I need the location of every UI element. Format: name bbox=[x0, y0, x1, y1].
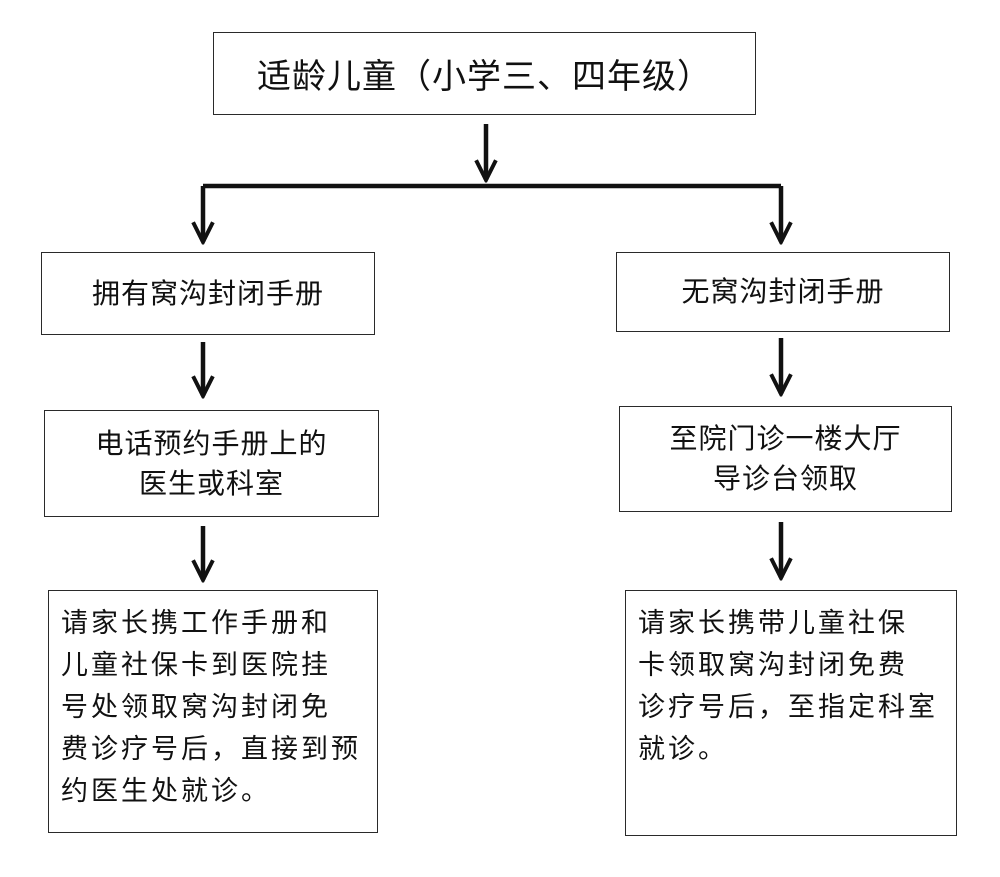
left-step1-line: 医生或科室 bbox=[138, 466, 284, 500]
right-title-node: 无窝沟封闭手册 bbox=[616, 252, 950, 332]
left-title-label: 拥有窝沟封闭手册 bbox=[91, 276, 324, 310]
left-step2-line: 请家长携工作手册和 bbox=[61, 608, 331, 639]
right-step1-line: 至院门诊一楼大厅 bbox=[669, 422, 902, 455]
left-step1-line: 电话预约手册上的 bbox=[95, 426, 328, 460]
right-step2-line: 请家长携带儿童社保 bbox=[638, 608, 908, 639]
top-node: 适龄儿童（小学三、四年级） bbox=[213, 32, 756, 115]
left-step2-line: 约医生处就诊。 bbox=[61, 776, 271, 807]
right-title-label: 无窝沟封闭手册 bbox=[681, 275, 885, 308]
left-step2-line: 费诊疗号后，直接到预 bbox=[61, 734, 361, 765]
right-step1-node: 至院门诊一楼大厅 导诊台领取 bbox=[619, 406, 952, 512]
left-step1-node: 电话预约手册上的 医生或科室 bbox=[44, 410, 379, 517]
left-title-node: 拥有窝沟封闭手册 bbox=[41, 252, 375, 335]
left-step2-node: 请家长携工作手册和 儿童社保卡到医院挂 号处领取窝沟封闭免 费诊疗号后，直接到预… bbox=[48, 590, 378, 833]
right-step2-line: 就诊。 bbox=[638, 734, 728, 765]
right-step2-line: 卡领取窝沟封闭免费 bbox=[638, 650, 908, 681]
left-step2-line: 儿童社保卡到医院挂 bbox=[61, 650, 331, 681]
right-step2-line: 诊疗号后，至指定科室 bbox=[638, 692, 938, 723]
left-step2-line: 号处领取窝沟封闭免 bbox=[61, 692, 331, 723]
right-step1-line: 导诊台领取 bbox=[712, 462, 858, 495]
right-step2-node: 请家长携带儿童社保 卡领取窝沟封闭免费 诊疗号后，至指定科室 就诊。 bbox=[625, 590, 957, 836]
top-node-label: 适龄儿童（小学三、四年级） bbox=[257, 57, 712, 97]
